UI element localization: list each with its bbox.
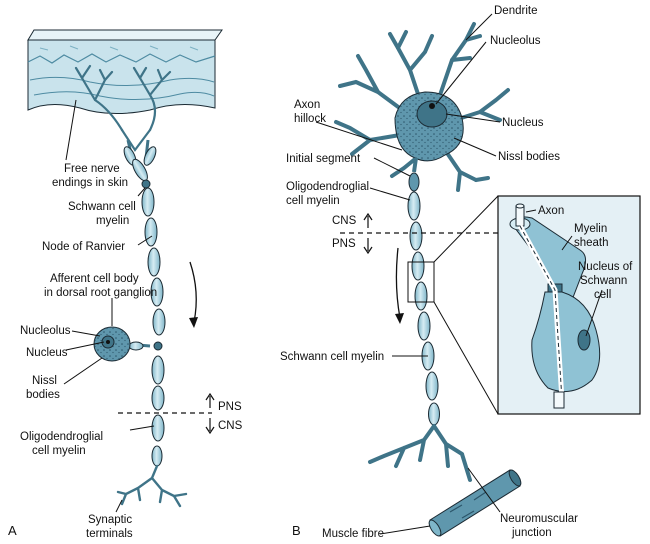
label-afferent-body-line1: Afferent cell body	[50, 273, 139, 285]
label-schwann-myelin-line2: myelin	[96, 215, 129, 227]
magnify-lines	[433, 195, 499, 415]
label-nmj-line2: junction	[511, 527, 552, 539]
label-pns-a: PNS	[218, 401, 242, 413]
label-synaptic-line1: Synaptic	[88, 514, 132, 526]
label-free-nerve-endings-line1: Free nerve	[64, 163, 120, 175]
flow-arrowhead-b	[395, 313, 404, 324]
axon-b	[407, 157, 440, 426]
label-myelin-sheath-line1: Myelin	[574, 223, 607, 235]
muscle-fibre	[428, 469, 522, 537]
label-nucleolus-b: Nucleolus	[490, 35, 541, 47]
label-muscle-fibre: Muscle fibre	[322, 528, 384, 540]
label-schwann-nucleus-line2: Schwann	[580, 275, 627, 287]
label-pns-b: PNS	[332, 238, 356, 250]
label-oligo-myelin-line1: Oligodendroglial	[20, 431, 103, 443]
label-axon-inset: Axon	[538, 205, 564, 217]
label-nissl-line1: Nissl	[32, 375, 57, 387]
label-nucleus-b: Nucleus	[502, 117, 544, 129]
label-schwann-myelin-line1: Schwann cell	[68, 201, 136, 213]
label-node-of-ranvier: Node of Ranvier	[42, 241, 125, 253]
label-axon-hillock-line1: Axon	[294, 99, 320, 111]
myelin-inset	[497, 195, 641, 415]
axon-terminals-b	[368, 424, 472, 482]
label-schwann-nucleus-line1: Nucleus of	[578, 261, 633, 273]
label-afferent-body-line2: in dorsal root ganglion	[44, 287, 157, 299]
panel-b-letter: B	[292, 523, 301, 538]
magnify-source-box	[407, 261, 435, 303]
label-schwann-myelin-b: Schwann cell myelin	[280, 351, 384, 363]
dendrites-b	[334, 22, 510, 192]
free-nerve-endings	[74, 64, 172, 152]
panel-a-letter: A	[8, 523, 17, 538]
pns-arrow-b	[363, 238, 373, 255]
flow-arrow-a	[189, 261, 197, 323]
label-nucleolus-a: Nucleolus	[20, 325, 71, 337]
label-nissl-line2: bodies	[26, 389, 60, 401]
flow-arrowhead-a	[189, 317, 198, 328]
label-initial-segment: Initial segment	[286, 153, 361, 165]
afferent-cell-body	[93, 326, 151, 362]
cns-arrow-b	[363, 212, 373, 228]
panel-a: A Free nerve endings in skin Schwann cel…	[8, 29, 243, 540]
label-nucleus-a: Nucleus	[26, 347, 68, 359]
label-oligo-myelin-b-line1: Oligodendroglial	[286, 181, 369, 193]
leader-lines-a	[63, 99, 155, 513]
label-cns-b: CNS	[332, 215, 357, 227]
axon-a	[123, 139, 166, 467]
label-axon-hillock-line2: hillock	[294, 113, 326, 125]
flow-arrow-b	[395, 247, 401, 319]
label-nmj-line1: Neuromuscular	[500, 513, 578, 525]
label-free-nerve-endings-line2: endings in skin	[52, 177, 128, 189]
leader-lines-b	[315, 13, 603, 535]
panel-b: B Dendrite Nucleolus Axon hillock Nucleu…	[280, 5, 641, 540]
label-nissl-bodies-b: Nissl bodies	[498, 151, 560, 163]
label-synaptic-line2: terminals	[86, 528, 133, 540]
label-dendrite: Dendrite	[494, 5, 537, 17]
soma-b	[394, 91, 464, 162]
cns-arrow-a	[205, 418, 215, 435]
label-oligo-myelin-b-line2: cell myelin	[286, 195, 340, 207]
label-myelin-sheath-line2: sheath	[574, 237, 609, 249]
label-schwann-nucleus-line3: cell	[594, 289, 611, 301]
pns-arrow-a	[205, 392, 215, 408]
synaptic-terminals-a	[116, 464, 188, 508]
skin-illustration	[27, 29, 223, 115]
label-oligo-myelin-line2: cell myelin	[32, 445, 86, 457]
label-cns-a: CNS	[218, 420, 243, 432]
